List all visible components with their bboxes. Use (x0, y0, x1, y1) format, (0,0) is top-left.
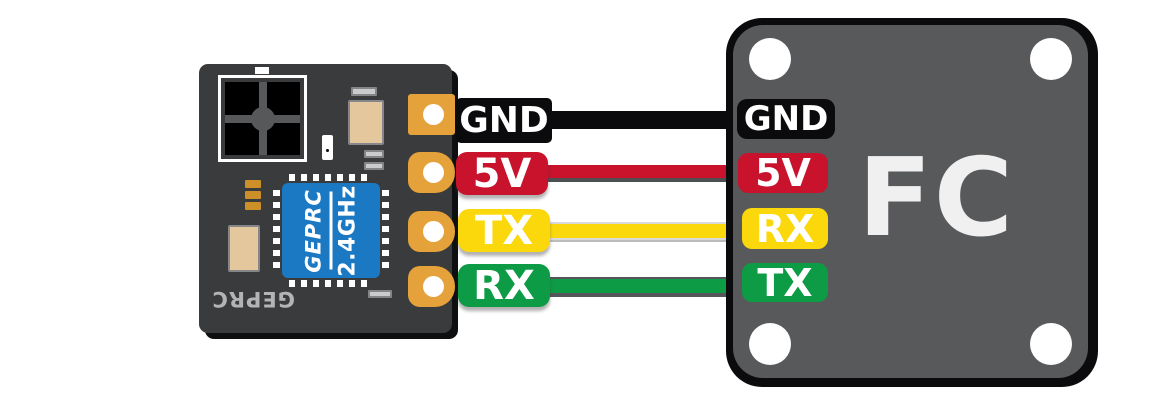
crystal-dot (326, 149, 329, 152)
fc-pin-label-gnd: GND (737, 99, 835, 139)
resistor-icon (364, 150, 384, 158)
receiver-pin-label-5v: 5V (456, 152, 548, 195)
chip-frequency-text: 2.4GHz (334, 184, 360, 277)
fc-pin-label-tx: TX (742, 263, 828, 302)
capacitor-icon (348, 100, 384, 145)
fc-title: FC (858, 136, 1016, 261)
receiver-pin-label-rx: RX (458, 264, 550, 307)
receiver-pin-label-gnd: GND (456, 98, 552, 143)
pad-hole (423, 276, 444, 297)
antenna-pattern (225, 82, 300, 155)
fc-pin-label-rx: RX (742, 208, 828, 249)
solder-pad-tx (408, 211, 455, 252)
chip-pins (273, 190, 280, 271)
fc-mounting-hole (749, 323, 791, 365)
wire-rx-to-tx (500, 279, 764, 293)
wire-gnd (500, 111, 762, 129)
ceramic-antenna-icon (218, 75, 307, 162)
fc-pin-label-5v: 5V (738, 153, 828, 193)
chip-pins (289, 280, 373, 287)
capacitor-icon (228, 225, 260, 272)
chip-pins (289, 174, 373, 181)
crystal-icon (322, 135, 333, 160)
chip-pins (382, 190, 389, 271)
chip-divider (329, 191, 332, 270)
chip-brand-text: GEPRC (301, 188, 326, 273)
fc-mounting-hole (749, 38, 791, 80)
wire-tx-to-rx (500, 224, 764, 238)
fc-mounting-hole (1030, 38, 1072, 80)
silkscreen-brand-text: GEPRC (211, 287, 295, 311)
chip-marking: GEPRC 2.4GHz (282, 183, 380, 278)
inductor-bar-icon (245, 180, 261, 188)
wire-5v (500, 165, 762, 178)
pad-hole (423, 104, 444, 125)
inductor-bar-icon (245, 191, 261, 199)
fc-mounting-hole (1030, 323, 1072, 365)
antenna-feed-tab (255, 67, 269, 74)
inductor-bar-icon (245, 202, 261, 210)
receiver-pin-label-tx: TX (458, 209, 550, 252)
resistor-icon (364, 162, 384, 170)
resistor-icon (368, 290, 392, 298)
solder-pad-rx (408, 266, 455, 307)
antenna-center-dot (250, 106, 275, 131)
solder-pad-gnd (408, 94, 455, 135)
rf-chip: GEPRC 2.4GHz (273, 174, 389, 287)
solder-pad-5v (408, 152, 455, 193)
resistor-icon (351, 87, 377, 96)
fc-board: FC (733, 25, 1088, 378)
pad-hole (423, 221, 444, 242)
pad-hole (423, 162, 444, 183)
